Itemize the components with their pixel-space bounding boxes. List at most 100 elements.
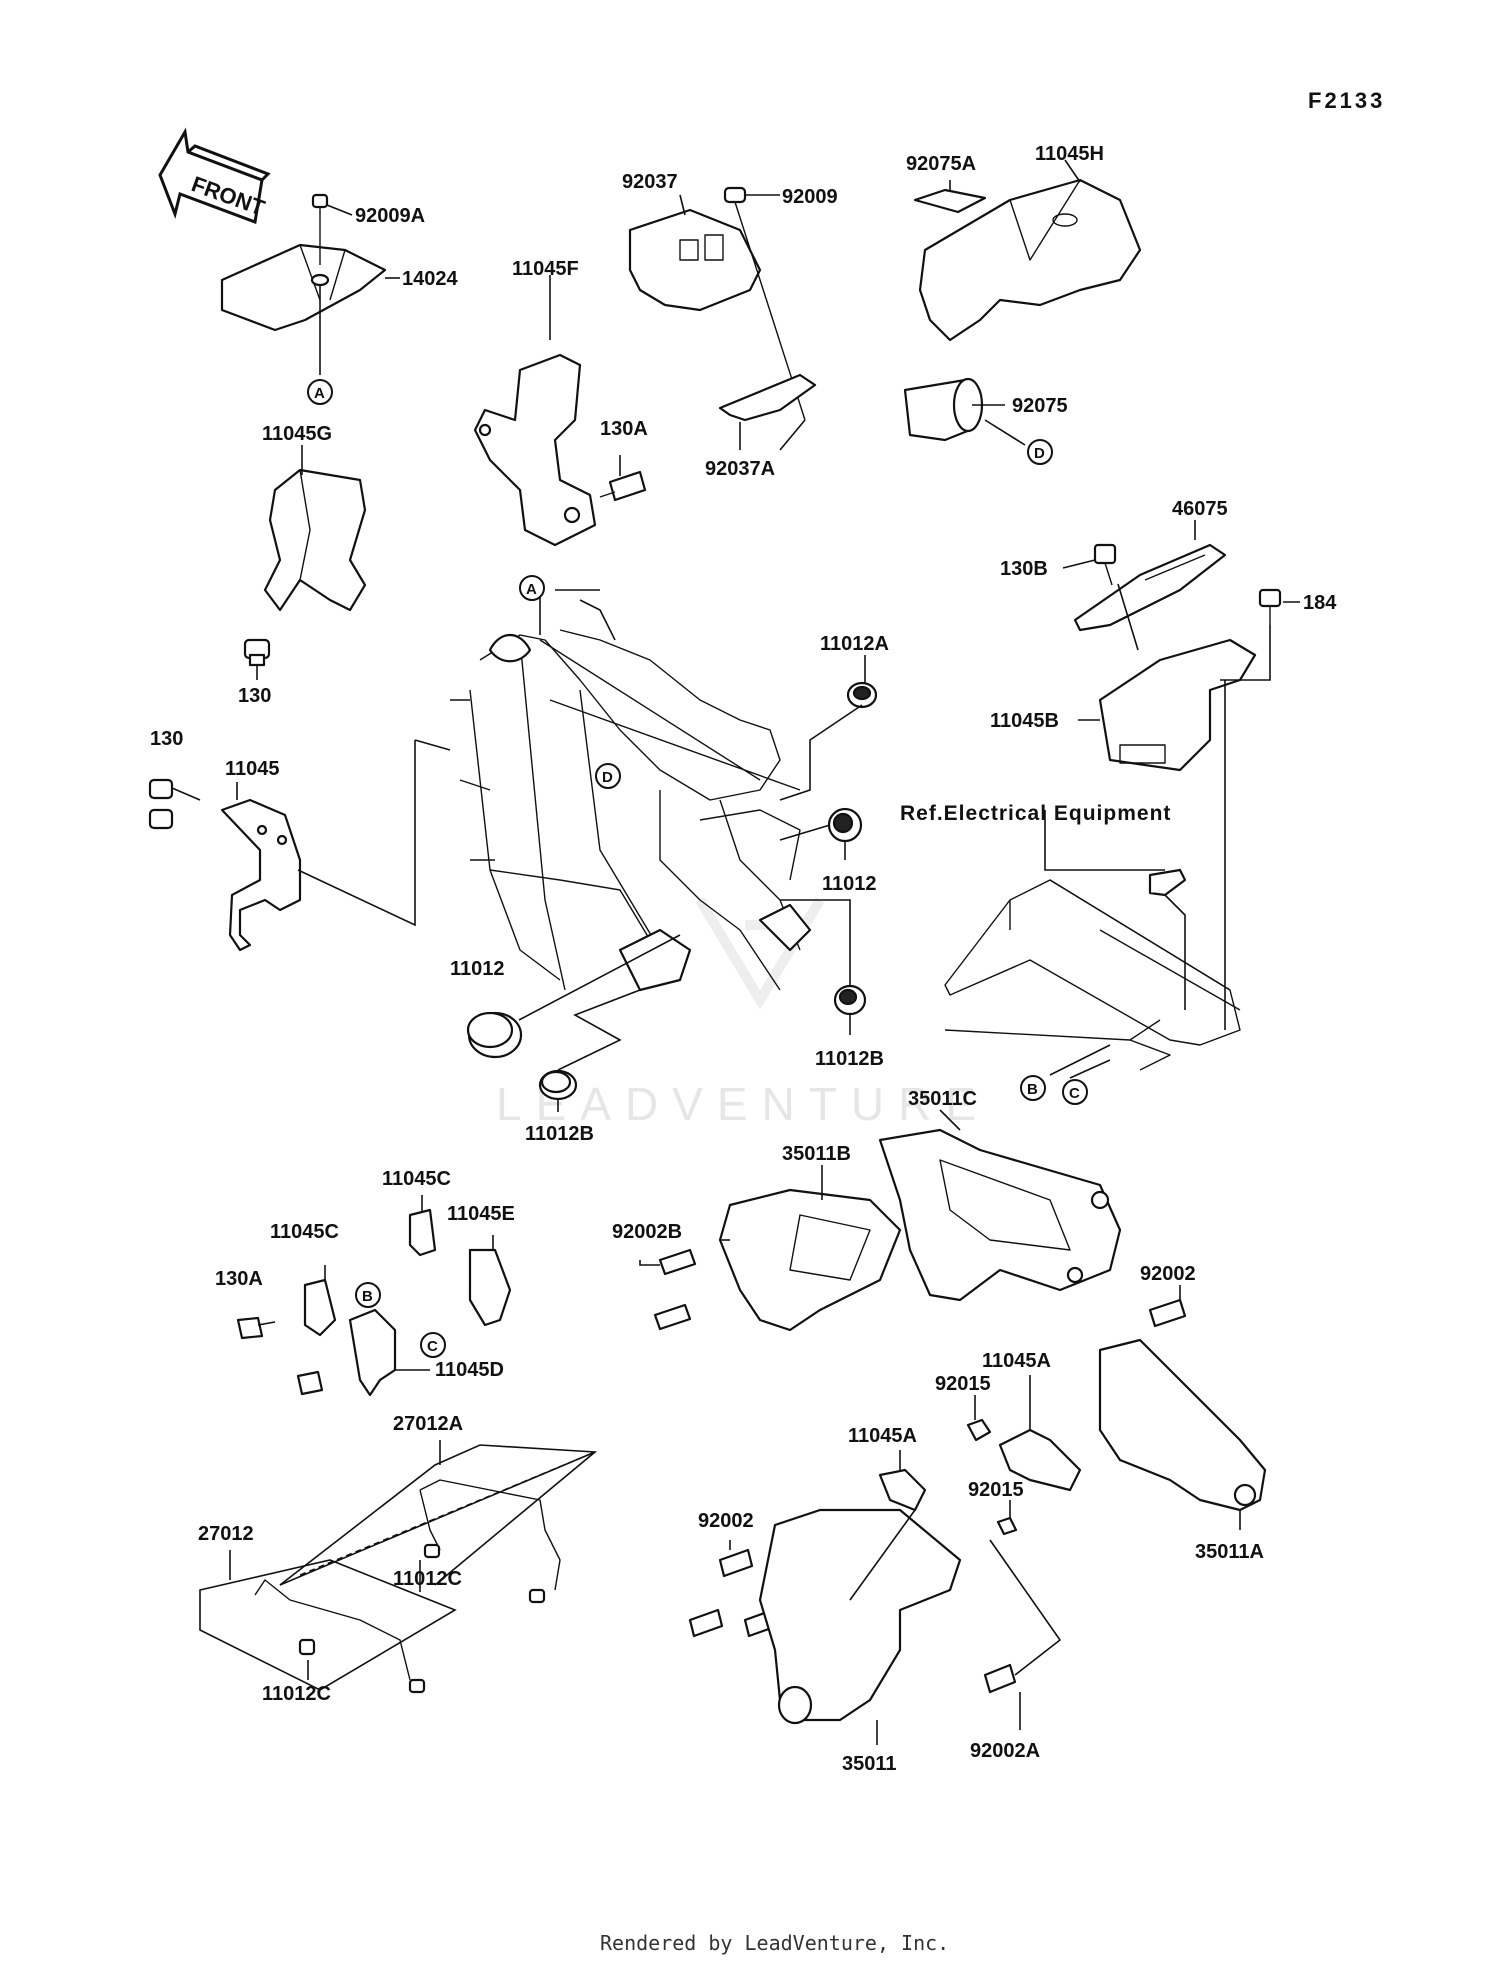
label-11045F: 11045F xyxy=(512,258,579,280)
part-11012-grommet-left xyxy=(466,1011,523,1059)
label-11045C-upper: 11045C xyxy=(382,1168,451,1190)
svg-text:C: C xyxy=(1069,1085,1080,1102)
part-11045A-bracket-upper xyxy=(998,1428,1082,1492)
label-130A-lower: 130A xyxy=(215,1268,263,1290)
part-14024-cover xyxy=(220,243,387,332)
label-11012B-left: 11012B xyxy=(525,1123,594,1145)
label-11012A: 11012A xyxy=(820,633,889,655)
ref-mark-c-lower: C xyxy=(420,1332,446,1358)
part-130B-bolt xyxy=(1093,543,1117,586)
label-92037A: 92037A xyxy=(705,458,775,480)
ref-mark-c-subframe: C xyxy=(1062,1079,1088,1105)
part-11045H-cover xyxy=(918,178,1142,342)
part-92037-bracket xyxy=(628,208,762,312)
ref-electrical-equipment-note: Ref.Electrical Equipment xyxy=(900,802,1171,825)
label-92002-right: 92002 xyxy=(1140,1263,1196,1285)
part-11012A-grommet xyxy=(846,681,878,709)
part-11045E-clamp xyxy=(468,1248,512,1327)
label-92002B: 92002B xyxy=(612,1221,682,1243)
part-130A-bolt-lower xyxy=(236,1316,264,1340)
part-27012-harness-box xyxy=(199,1559,457,1691)
part-130A-bolt-upper xyxy=(599,470,647,502)
label-11045H: 11045H xyxy=(1035,143,1104,165)
label-130A-upper: 130A xyxy=(600,418,648,440)
part-11045A-bracket-mid xyxy=(878,1468,927,1512)
ref-mark-a-frame: A xyxy=(519,575,545,601)
part-11045C-clamp-upper xyxy=(408,1208,437,1257)
label-92075A: 92075A xyxy=(906,153,976,175)
part-bolt-small xyxy=(296,1370,324,1396)
part-130-bolts-lower xyxy=(148,778,174,830)
part-27012-harness xyxy=(254,1579,426,1694)
part-92015-nut-upper xyxy=(966,1418,992,1442)
part-92075A-pad xyxy=(913,188,987,214)
label-11045G: 11045G xyxy=(262,423,332,445)
part-11012-grommet-right xyxy=(827,807,863,843)
part-92009A-bolt xyxy=(311,193,329,265)
part-27012A-harness-box xyxy=(279,1444,598,1586)
label-92009: 92009 xyxy=(782,186,838,208)
part-11012B-grommet-right xyxy=(833,984,867,1016)
part-46075-cover xyxy=(1073,543,1227,632)
part-184-bolt xyxy=(1258,588,1282,625)
label-92075: 92075 xyxy=(1012,395,1068,417)
label-11012-right: 11012 xyxy=(822,873,877,895)
svg-text:C: C xyxy=(427,1338,438,1355)
part-35011A-plate xyxy=(1098,1338,1267,1512)
label-27012: 27012 xyxy=(198,1523,254,1545)
label-35011A: 35011A xyxy=(1195,1541,1264,1563)
label-11045B: 11045B xyxy=(990,710,1059,732)
label-92009A: 92009A xyxy=(355,205,425,227)
label-92015-upper: 92015 xyxy=(935,1373,991,1395)
svg-text:D: D xyxy=(602,769,613,786)
label-11012B-right: 11012B xyxy=(815,1048,884,1070)
label-11012C-lower: 11012C xyxy=(262,1683,331,1705)
svg-text:A: A xyxy=(314,385,325,402)
label-35011C: 35011C xyxy=(908,1088,977,1110)
part-11012B-grommet-left xyxy=(538,1069,578,1101)
label-11045: 11045 xyxy=(225,758,280,780)
part-11045F-bracket xyxy=(473,353,597,547)
label-11045C-left: 11045C xyxy=(270,1221,339,1243)
part-connector xyxy=(1148,868,1187,897)
label-11045E: 11045E xyxy=(447,1203,515,1225)
footer-credit: Rendered by LeadVenture, Inc. xyxy=(600,1931,949,1955)
part-35011C-plate xyxy=(878,1128,1122,1302)
part-92075-rubber xyxy=(903,377,984,442)
part-35011B-plate xyxy=(718,1188,902,1332)
svg-text:A: A xyxy=(526,581,537,598)
ref-mark-b-lower: B xyxy=(355,1282,381,1308)
part-main-frame xyxy=(450,629,812,992)
leader-lines xyxy=(171,159,1300,1745)
part-130-bolt-upper xyxy=(243,638,271,667)
part-27012A-harness xyxy=(419,1479,561,1604)
label-11045D: 11045D xyxy=(435,1359,504,1381)
part-92002B-bolts xyxy=(653,1248,697,1331)
part-11045D-clamp xyxy=(348,1308,397,1397)
label-130-upper: 130 xyxy=(238,685,271,707)
label-11012C-upper: 11012C xyxy=(393,1568,462,1590)
ref-mark-d-frame: D xyxy=(595,763,621,789)
label-92015-lower: 92015 xyxy=(968,1479,1024,1501)
part-92002-bolt-right xyxy=(1148,1298,1187,1328)
svg-text:D: D xyxy=(1034,445,1045,462)
svg-text:B: B xyxy=(1027,1081,1038,1098)
label-35011B: 35011B xyxy=(782,1143,851,1165)
label-130B: 130B xyxy=(1000,558,1048,580)
label-130-lower: 130 xyxy=(150,728,183,750)
part-35011-plate xyxy=(758,1508,962,1725)
label-184: 184 xyxy=(1303,592,1337,614)
svg-text:B: B xyxy=(362,1288,373,1305)
label-46075: 46075 xyxy=(1172,498,1228,520)
ref-mark-a-upper: A xyxy=(307,379,333,405)
label-92002A: 92002A xyxy=(970,1740,1040,1762)
label-11045A-mid: 11045A xyxy=(848,1425,917,1447)
ref-mark-b-subframe: B xyxy=(1020,1075,1046,1101)
part-rear-subframe xyxy=(944,879,1241,1071)
label-27012A: 27012A xyxy=(393,1413,463,1435)
label-14024: 14024 xyxy=(402,268,458,290)
part-labels: 92009A 14024 11045G 130 11045F 130A 9203… xyxy=(150,143,1337,1775)
label-11045A-right: 11045A xyxy=(982,1350,1051,1372)
label-11012-left: 11012 xyxy=(450,958,505,980)
